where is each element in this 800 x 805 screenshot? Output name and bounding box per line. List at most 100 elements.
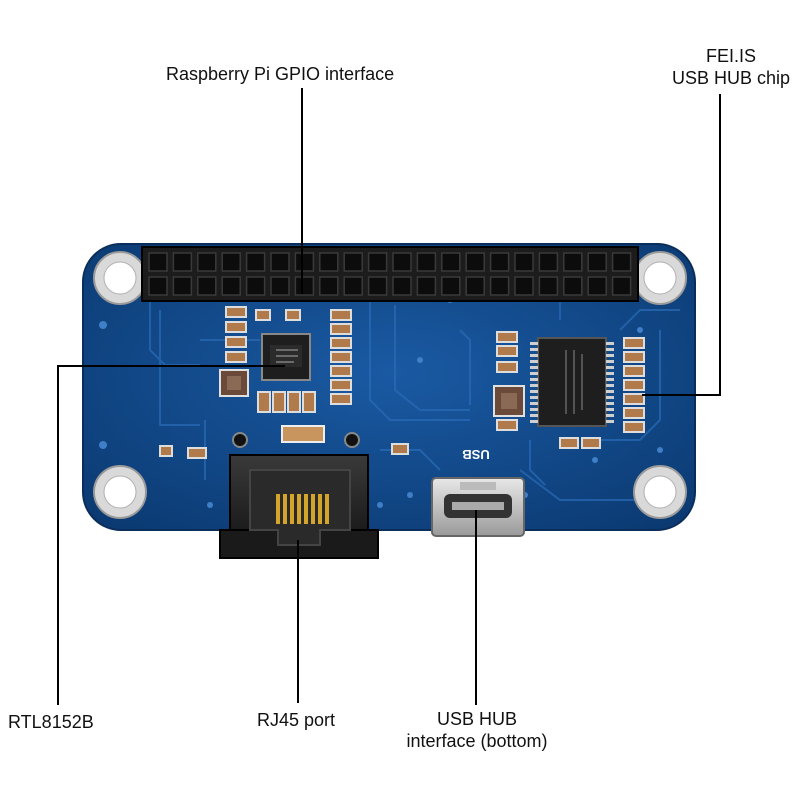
gpio-pin-hole <box>270 276 290 296</box>
mounting-hole-tl <box>93 251 147 305</box>
gpio-pin-holes <box>148 252 632 296</box>
gpio-pin-hole <box>441 276 461 296</box>
gpio-pin-hole <box>563 276 583 296</box>
resistor-row-bottom <box>257 391 316 413</box>
chip-pin <box>530 378 538 381</box>
chip-pin <box>606 390 614 393</box>
leader-hub-chip <box>642 94 721 396</box>
chip-pin <box>530 366 538 369</box>
pad-left <box>232 432 248 448</box>
chip-pin <box>606 378 614 381</box>
gpio-pin-hole <box>611 252 632 272</box>
passive-components-left <box>225 306 301 363</box>
chip-pin <box>606 396 614 399</box>
gpio-pin-hole <box>416 276 437 296</box>
chip-pin <box>530 402 538 405</box>
resistor-rj45-left2 <box>187 447 207 459</box>
label-usb-hub-interface: USB HUB interface (bottom) <box>380 708 574 752</box>
gpio-pin-hole <box>514 252 534 272</box>
gpio-pin-hole <box>197 252 217 272</box>
chip-pin <box>530 390 538 393</box>
label-usb-hub-interface-line2: interface (bottom) <box>406 731 548 751</box>
gpio-pin-hole <box>319 276 339 296</box>
resistor-column-right <box>559 337 645 449</box>
chip-pin <box>530 360 538 363</box>
usb-crystal <box>493 385 525 417</box>
rtl8152b-chip <box>261 333 311 381</box>
label-usb-hub-chip-line2: USB HUB chip <box>671 68 790 88</box>
chip-pin <box>530 396 538 399</box>
leader-rtl <box>57 365 285 705</box>
gpio-pin-hole <box>270 252 290 272</box>
gpio-pin-hole <box>611 276 632 296</box>
chip-pin <box>606 402 614 405</box>
chip-pin <box>606 342 614 345</box>
resistor-column <box>330 309 352 405</box>
chip-pin <box>606 372 614 375</box>
mounting-hole-br <box>633 465 687 519</box>
gpio-pin-hole <box>294 276 315 296</box>
gpio-pin-hole <box>441 252 461 272</box>
micro-usb-connector <box>431 477 525 537</box>
chip-pin <box>530 354 538 357</box>
chip-pin <box>606 354 614 357</box>
gpio-pin-hole <box>172 252 193 272</box>
chip-pin <box>530 384 538 387</box>
usb-hub-chip <box>530 337 614 427</box>
gpio-pin-hole <box>221 252 241 272</box>
chip-pin <box>530 372 538 375</box>
gpio-pin-hole <box>514 276 534 296</box>
crystal-oscillator <box>219 369 249 397</box>
gpio-pin-hole <box>465 252 485 272</box>
gpio-pin-hole <box>245 252 266 272</box>
label-rj45-port: RJ45 port <box>257 710 336 730</box>
gpio-pin-hole <box>245 276 266 296</box>
mounting-hole-tr <box>633 251 687 305</box>
capacitor-large <box>281 425 325 443</box>
chip-pin <box>606 348 614 351</box>
label-usb-hub-chip-line1: FEI.IS <box>705 46 756 66</box>
resistor-column-usb <box>496 331 518 431</box>
gpio-pin-hole <box>343 252 363 272</box>
gpio-pin-hole <box>367 276 388 296</box>
label-gpio-interface: Raspberry Pi GPIO interface <box>166 64 395 84</box>
resistor-rj45-left <box>159 445 173 457</box>
pcb-traces <box>149 299 680 501</box>
mounting-hole-bl <box>93 465 147 519</box>
pad-right <box>344 432 360 448</box>
gpio-pin-hole <box>489 252 510 272</box>
gpio-pin-hole <box>392 276 412 296</box>
chip-pin <box>530 414 538 417</box>
gpio-pin-hole <box>197 276 217 296</box>
chip-pin <box>606 384 614 387</box>
chip-pin <box>530 348 538 351</box>
resistor-rj45-right <box>391 443 409 455</box>
chip-pin <box>606 420 614 423</box>
gpio-pin-hole <box>587 252 607 272</box>
gpio-pin-hole <box>148 252 168 272</box>
chip-pin <box>530 420 538 423</box>
gpio-pin-hole <box>416 252 437 272</box>
gpio-pin-hole <box>148 276 168 296</box>
chip-pin <box>606 360 614 363</box>
gpio-pin-hole <box>319 252 339 272</box>
gpio-pin-hole <box>538 276 559 296</box>
gpio-pin-hole <box>538 252 559 272</box>
chip-pin <box>606 408 614 411</box>
silk-usb-label: USB <box>462 447 489 462</box>
leader-lines <box>57 88 721 705</box>
gpio-pin-hole <box>489 276 510 296</box>
label-usb-hub-interface-line1: USB HUB <box>436 709 517 729</box>
gpio-pin-hole <box>465 276 485 296</box>
gpio-pin-hole <box>367 252 388 272</box>
gpio-pin-hole <box>563 252 583 272</box>
chip-pin <box>606 366 614 369</box>
gpio-pin-hole <box>294 252 315 272</box>
gpio-pin-hole <box>392 252 412 272</box>
chip-pin <box>530 408 538 411</box>
label-usb-hub-chip: FEI.IS USB HUB chip <box>672 45 790 89</box>
gpio-pin-hole <box>221 276 241 296</box>
gpio-pin-hole <box>343 276 363 296</box>
